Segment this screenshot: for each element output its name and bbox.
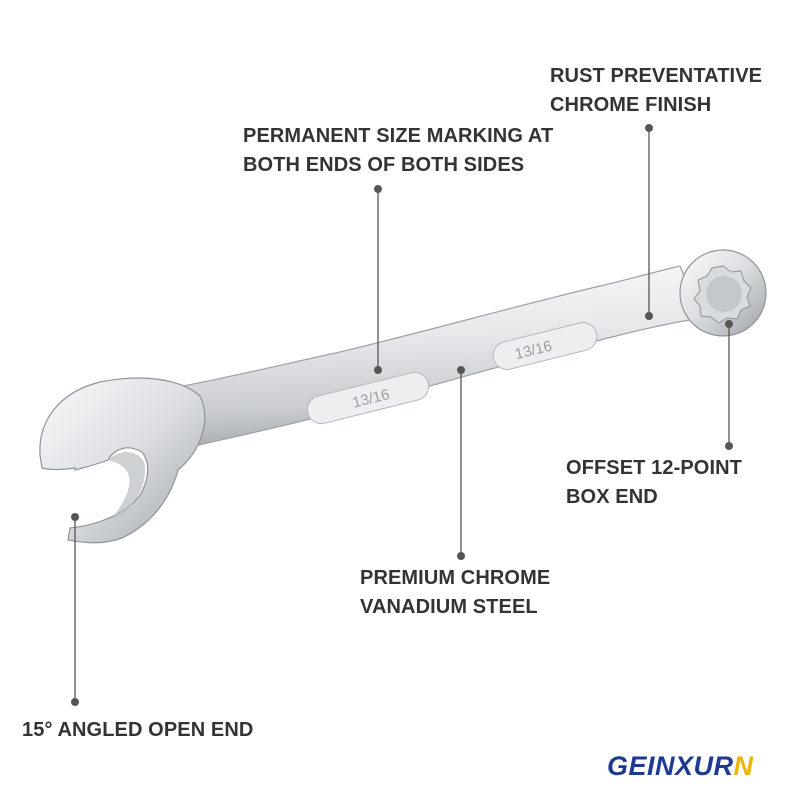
callout-chrome-steel: PREMIUM CHROME VANADIUM STEEL: [360, 564, 550, 622]
leader-lines: [74, 128, 730, 702]
callout-rust-finish-line1: RUST PREVENTATIVE: [550, 65, 763, 87]
callout-rust-finish: RUST PREVENTATIVE CHROME FINISH: [550, 62, 762, 120]
dot-box-end-top: [725, 320, 733, 328]
size-panel-right: [492, 322, 598, 370]
dot-size-marking-bottom: [374, 366, 382, 374]
callout-size-marking-line2: BOTH ENDS OF BOTH SIDES: [243, 154, 525, 176]
brand-logo-main: GEINXUR: [607, 751, 734, 781]
box-end-inner-shadow: [706, 276, 742, 312]
dot-box-end-bottom: [725, 442, 733, 450]
brand-logo-accent: N: [733, 751, 754, 781]
leader-dots: [71, 124, 733, 706]
dot-open-end-top: [71, 513, 79, 521]
dot-chrome-steel-top: [457, 366, 465, 374]
dot-size-marking-top: [374, 185, 382, 193]
callout-size-marking-line1: PERMANENT SIZE MARKING AT: [243, 125, 554, 147]
dot-rust-finish-bottom: [645, 312, 653, 320]
dot-rust-finish-top: [645, 124, 653, 132]
dot-open-end-bottom: [71, 698, 79, 706]
callout-box-end-line2: BOX END: [566, 486, 658, 508]
callout-chrome-steel-line2: VANADIUM STEEL: [360, 596, 538, 618]
callout-rust-finish-line2: CHROME FINISH: [550, 94, 712, 116]
dot-chrome-steel-bottom: [457, 552, 465, 560]
callout-size-marking: PERMANENT SIZE MARKING AT BOTH ENDS OF B…: [243, 122, 553, 180]
callout-open-end-line1: 15° ANGLED OPEN END: [22, 719, 254, 741]
callout-box-end: OFFSET 12-POINT BOX END: [566, 454, 742, 512]
brand-logo: GEINXURN: [607, 751, 754, 782]
wrench-shaft: [149, 265, 703, 449]
callout-box-end-line1: OFFSET 12-POINT: [566, 457, 742, 479]
size-panel-left: [306, 371, 430, 425]
callout-open-end: 15° ANGLED OPEN END: [22, 716, 253, 745]
callout-chrome-steel-line1: PREMIUM CHROME: [360, 567, 551, 589]
open-end-jaw-shadow: [108, 451, 146, 520]
